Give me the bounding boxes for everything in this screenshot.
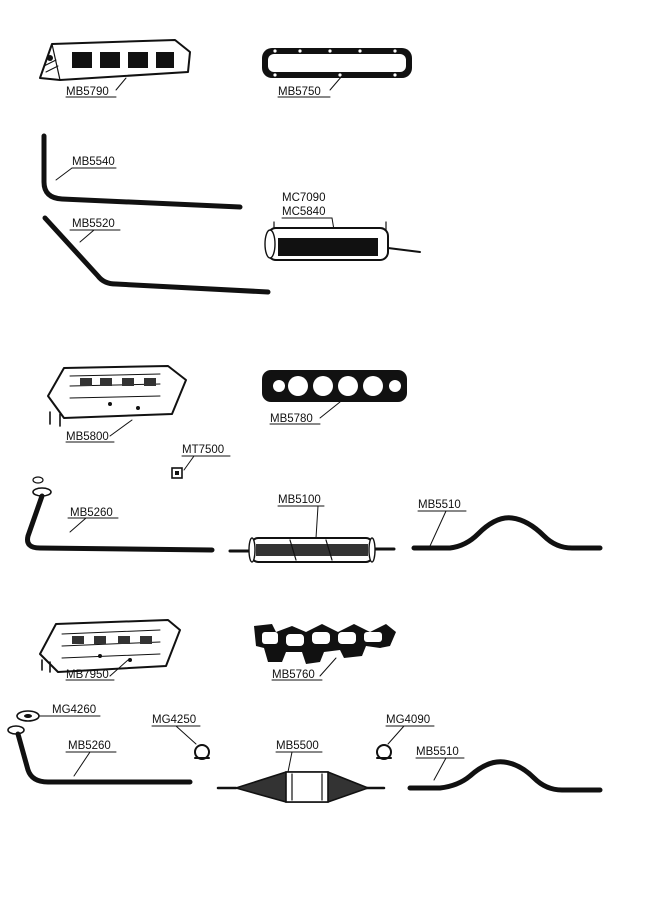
part-mt7500-fitting[interactable] (171, 467, 183, 479)
part-mb5750-gasket[interactable] (262, 48, 412, 78)
part-mb7950-manifold[interactable] (39, 619, 181, 673)
label-mb5780: MB5780 (270, 413, 313, 425)
label-mt7500: MT7500 (182, 444, 224, 456)
part-mb5540-pipe[interactable] (41, 133, 243, 210)
label-mc7090: MC7090 (282, 192, 325, 204)
label-mg4090: MG4090 (386, 714, 430, 726)
label-mb5750: MB5750 (278, 86, 321, 98)
part-mb5760-gasket[interactable] (254, 624, 396, 664)
label-mb5510-a: MB5510 (418, 499, 461, 511)
label-mb5800: MB5800 (66, 431, 109, 443)
part-mb5790-manifold[interactable] (39, 39, 191, 81)
part-mb5260-downpipe-upper[interactable] (25, 476, 215, 553)
part-mg4090-clamp[interactable] (376, 744, 392, 760)
part-mg4250-clamp[interactable] (194, 744, 210, 760)
label-mb5100: MB5100 (278, 494, 321, 506)
part-mg4260-flange[interactable] (16, 710, 40, 722)
label-mb5260-b: MB5260 (68, 740, 111, 752)
label-mg4260: MG4260 (52, 704, 96, 716)
label-mb5510-b: MB5510 (416, 746, 459, 758)
label-mb7950: MB7950 (66, 669, 109, 681)
label-mb5760: MB5760 (272, 669, 315, 681)
label-mb5540: MB5540 (72, 156, 115, 168)
label-mb5260-a: MB5260 (70, 507, 113, 519)
part-mb5780-gasket[interactable] (262, 370, 407, 402)
part-mb5520-pipe[interactable] (42, 215, 271, 295)
label-mc5840: MC5840 (282, 206, 325, 218)
label-mb5520: MB5520 (72, 218, 115, 230)
part-mb5510-tailpipe-lower[interactable] (407, 759, 603, 793)
label-mb5790: MB5790 (66, 86, 109, 98)
part-mc7090-silencer[interactable] (264, 221, 421, 261)
label-mg4250: MG4250 (152, 714, 196, 726)
part-mb5800-manifold[interactable] (47, 365, 187, 427)
part-mb5510-tailpipe-upper[interactable] (411, 515, 603, 551)
part-mb5100-silencer[interactable] (228, 537, 396, 563)
label-mb5500: MB5500 (276, 740, 319, 752)
part-mb5500-silencer[interactable] (216, 771, 386, 803)
part-mb5260-downpipe-lower[interactable] (7, 725, 193, 785)
